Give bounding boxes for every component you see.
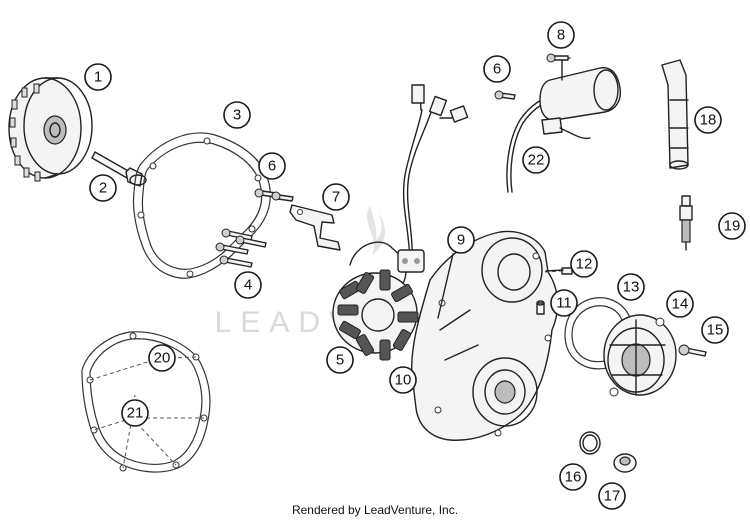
callout-label: 16 <box>565 469 582 486</box>
callout-9: 9 <box>447 226 475 254</box>
cover-screws[interactable] <box>215 228 267 268</box>
callout-6-right: 6 <box>483 55 511 83</box>
leader-lines <box>437 253 564 319</box>
callout-13: 13 <box>617 273 645 301</box>
callout-label: 7 <box>332 189 340 206</box>
flywheel-rotor[interactable] <box>8 77 93 182</box>
callout-17: 17 <box>598 482 626 510</box>
cable-bracket[interactable] <box>289 204 341 251</box>
stator-coil[interactable] <box>332 84 469 361</box>
callout-15: 15 <box>701 316 729 344</box>
stator-screws[interactable] <box>254 188 294 202</box>
callout-14: 14 <box>666 290 694 318</box>
callout-22: 22 <box>522 146 550 174</box>
callout-5: 5 <box>326 346 354 374</box>
callout-20: 20 <box>148 344 176 372</box>
callout-11: 11 <box>550 289 578 317</box>
callout-label: 10 <box>395 372 412 389</box>
spark-plug[interactable] <box>679 195 693 251</box>
ignition-cover[interactable] <box>410 230 559 441</box>
callout-label: 19 <box>724 218 741 235</box>
callout-label: 2 <box>99 180 107 197</box>
callout-label: 17 <box>604 488 621 505</box>
callout-label: 9 <box>457 232 465 249</box>
footer-credit: Rendered by LeadVenture, Inc. <box>291 503 459 517</box>
o-ring[interactable] <box>579 431 601 455</box>
callout-label: 11 <box>556 295 572 312</box>
screw-plug[interactable] <box>613 453 637 473</box>
callout-label: 5 <box>336 352 344 369</box>
callout-label: 14 <box>672 296 689 313</box>
callout-16: 16 <box>559 463 587 491</box>
callout-7: 7 <box>322 183 350 211</box>
callout-21: 21 <box>121 399 149 427</box>
coil-mount-bolt[interactable] <box>494 90 516 100</box>
outer-cover[interactable] <box>603 314 677 397</box>
callout-3: 3 <box>223 101 251 129</box>
callout-label: 20 <box>154 350 171 367</box>
callout-1: 1 <box>84 63 112 91</box>
callout-8: 8 <box>547 21 575 49</box>
callout-label: 1 <box>94 69 102 86</box>
callout-10: 10 <box>389 366 417 394</box>
callout-label: 8 <box>557 27 565 44</box>
callout-label: 22 <box>528 152 545 169</box>
callout-label: 3 <box>233 107 241 124</box>
ignition-cover-gasket[interactable] <box>132 132 271 279</box>
coil-bolt[interactable] <box>546 53 569 63</box>
callout-6-left: 6 <box>258 152 286 180</box>
callout-label: 6 <box>268 158 276 175</box>
callout-label: 21 <box>127 405 144 422</box>
spark-plug-connector[interactable] <box>661 59 689 170</box>
dowel-pins[interactable] <box>536 267 573 315</box>
callout-label: 18 <box>700 112 717 129</box>
crankcase-gasket[interactable] <box>81 331 211 473</box>
callout-18: 18 <box>694 106 722 134</box>
callout-2: 2 <box>89 174 117 202</box>
callout-label: 6 <box>493 61 501 78</box>
callout-label: 4 <box>244 277 252 294</box>
ignition-coil[interactable] <box>506 57 622 193</box>
callout-label: 12 <box>576 256 593 273</box>
callout-12: 12 <box>570 250 598 278</box>
callout-label: 15 <box>707 322 724 339</box>
callout-label: 13 <box>623 279 640 296</box>
flywheel-bolt[interactable] <box>91 151 147 187</box>
callout-19: 19 <box>718 212 746 240</box>
cover-bolt[interactable] <box>678 344 707 357</box>
callout-4: 4 <box>234 271 262 299</box>
